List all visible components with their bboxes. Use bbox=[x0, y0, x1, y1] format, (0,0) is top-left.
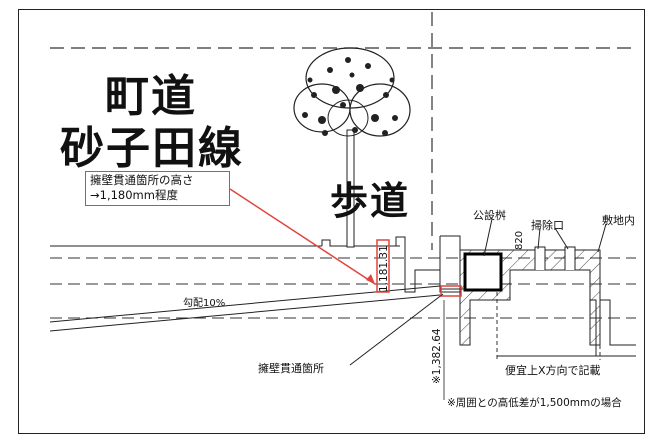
cleanout-riser-2 bbox=[564, 246, 576, 270]
height-difference-note: ※周囲との高低差が1,500mmの場合 bbox=[447, 397, 622, 409]
penetration-label: 擁壁貫通箇所 bbox=[258, 362, 324, 375]
cleanout-label: 掃除口 bbox=[531, 219, 564, 232]
callout-leader bbox=[229, 188, 376, 285]
onsite-leader bbox=[597, 223, 607, 253]
penetration-leader bbox=[349, 293, 444, 366]
cleanout-riser-1 bbox=[534, 246, 546, 270]
drawing-frame bbox=[18, 9, 645, 434]
dim-box-1181 bbox=[376, 239, 390, 293]
public-basin-label: 公設桝 bbox=[473, 209, 506, 222]
site-pipe bbox=[600, 299, 636, 346]
basin-leader bbox=[483, 218, 493, 257]
gradient-label: 勾配10% bbox=[183, 298, 226, 309]
x-direction-note: 便宜上X方向で記載 bbox=[505, 364, 601, 377]
height-callout-box: 擁壁貫通箇所の高さ →1,180mm程度 bbox=[85, 171, 230, 206]
road-name-line1: 町道 bbox=[105, 71, 197, 122]
dim-1382: ※1,382.64 bbox=[431, 328, 443, 384]
cleanout-leader-2 bbox=[554, 227, 569, 250]
on-site-label: 敷地内 bbox=[602, 214, 635, 227]
public-basin-box bbox=[463, 252, 503, 292]
cleanout-leader-1 bbox=[537, 227, 541, 250]
road-name-line2: 砂子田線 bbox=[60, 123, 244, 174]
site-pipe-inner bbox=[590, 299, 636, 357]
dim-1181: 1,181.31 bbox=[378, 245, 390, 292]
sidewalk-label: 歩道 bbox=[330, 179, 411, 223]
tree-illustration bbox=[293, 47, 411, 248]
sidewalk-structure bbox=[395, 236, 440, 293]
dim-820: 820 bbox=[514, 230, 525, 250]
penetration-marker bbox=[440, 285, 462, 297]
callout-arrowhead bbox=[366, 274, 375, 284]
callout-line2: →1,180mm程度 bbox=[90, 188, 178, 202]
sloped-pipe-top bbox=[49, 285, 441, 323]
sloped-pipe-bottom bbox=[49, 294, 441, 332]
callout-line1: 擁壁貫通箇所の高さ bbox=[90, 173, 194, 187]
